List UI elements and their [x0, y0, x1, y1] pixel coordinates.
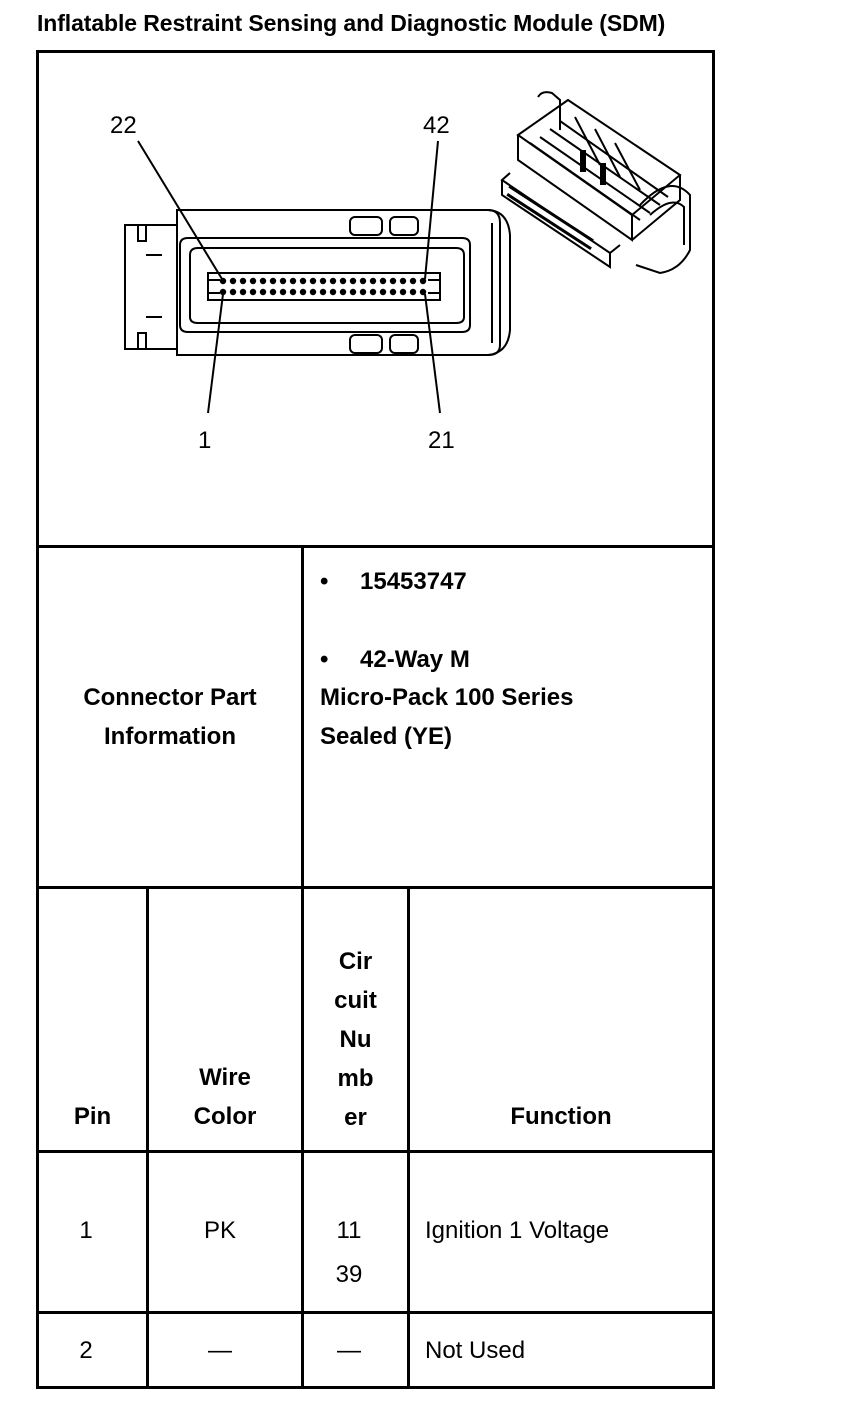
- connector-diagram: 22 42 1 21: [110, 91, 691, 454]
- left-tab-shape: [124, 224, 178, 350]
- header-circuit-line3: Nu: [339, 1026, 372, 1053]
- header-wire-color-line2: Color: [193, 1103, 257, 1130]
- connector-3d-teeth: [506, 150, 606, 250]
- row-1-circuit-line2: 39: [335, 1261, 363, 1288]
- bullet-2: •: [320, 646, 329, 673]
- table-border-top: [36, 50, 715, 53]
- pin-label-22: 22: [110, 112, 137, 139]
- row-1-wire-color: PK: [203, 1217, 236, 1244]
- header-pin: Pin: [73, 1103, 112, 1130]
- divider-col-circuit: [407, 886, 410, 1389]
- connector-3d-view: [500, 91, 691, 275]
- row-2-function: Not Used: [425, 1337, 526, 1364]
- divider-row-1: [36, 1311, 715, 1314]
- header-function: Function: [510, 1103, 612, 1130]
- bullet-1: •: [320, 568, 329, 595]
- divider-col-wire: [301, 886, 304, 1389]
- connector-info-label: Connector Part Information: [39, 678, 301, 756]
- header-circuit-line2: cuit: [334, 987, 377, 1014]
- row-1-circuit: 11 39: [304, 1211, 394, 1300]
- row-1-circuit-line1: 11: [336, 1217, 362, 1244]
- page-title: Inflatable Restraint Sensing and Diagnos…: [37, 10, 666, 36]
- divider-info-column: [301, 545, 304, 889]
- header-circuit-line5: er: [344, 1104, 367, 1131]
- header-circuit-number: Cir cuit Nu mb er: [304, 942, 407, 1137]
- row-2-pin: 2: [79, 1337, 93, 1364]
- row-2-wire-color: —: [208, 1337, 232, 1364]
- connector-info-label-line2: Information: [104, 723, 236, 750]
- part-number: 15453747: [360, 568, 467, 595]
- divider-col-pin: [146, 886, 149, 1389]
- pin-label-1: 1: [198, 427, 211, 454]
- table-border-right: [712, 50, 715, 1389]
- connector-desc-line1: 42-Way M: [360, 646, 470, 673]
- header-circuit-line4: mb: [337, 1065, 374, 1092]
- header-circuit-line1: Cir: [338, 948, 373, 975]
- divider-diagram: [36, 545, 715, 548]
- connector-desc-line2: Micro-Pack 100 Series: [320, 684, 574, 711]
- connector-desc-line3: Sealed (YE): [320, 723, 453, 750]
- connector-info-label-line1: Connector Part: [83, 684, 257, 711]
- pin-label-21: 21: [428, 427, 455, 454]
- row-2-circuit: —: [337, 1337, 361, 1364]
- pin-label-42: 42: [423, 112, 450, 139]
- row-1-function: Ignition 1 Voltage: [425, 1217, 610, 1244]
- table-border-left: [36, 50, 39, 1389]
- table-border-bottom: [36, 1386, 715, 1389]
- row-1-pin: 1: [79, 1217, 93, 1244]
- header-wire-color: Wire Color: [149, 1058, 301, 1136]
- divider-header: [36, 1150, 715, 1153]
- header-wire-color-line1: Wire: [199, 1064, 251, 1091]
- divider-connector-info: [36, 886, 715, 889]
